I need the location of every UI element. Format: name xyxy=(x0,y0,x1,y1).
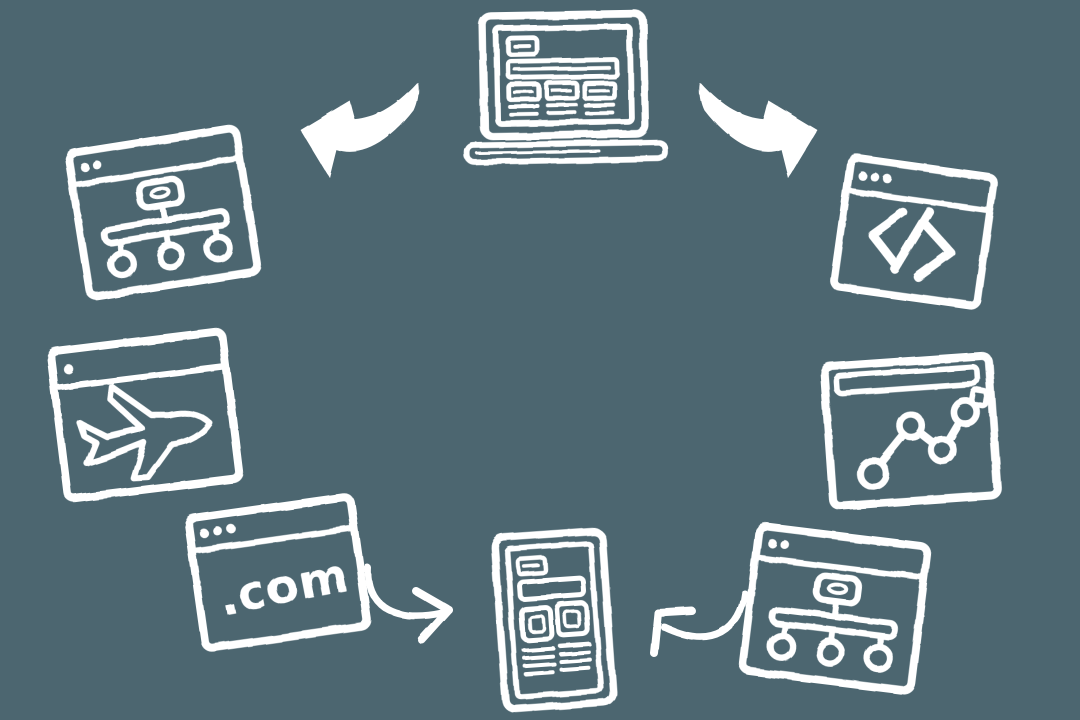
sitemap-window-icon xyxy=(735,519,935,697)
domain-window-icon: .com xyxy=(184,493,372,652)
arrow-sitemap-to-phone xyxy=(634,585,752,663)
domain-label: .com xyxy=(214,548,354,627)
node-chart xyxy=(817,349,1005,513)
node-sitemap-bottom-right xyxy=(735,519,935,697)
node-phone xyxy=(487,524,622,716)
thin-arrow-right-icon xyxy=(364,564,453,644)
node-sitemap-top-left xyxy=(61,121,265,305)
node-airplane xyxy=(43,324,247,505)
airplane-window-icon xyxy=(46,327,244,503)
line-chart-window-icon xyxy=(820,351,1002,511)
curved-arrow-left-icon xyxy=(300,81,419,178)
node-domain: .com xyxy=(181,489,375,655)
arrow-to-top-left xyxy=(292,72,426,185)
phone-webpage-icon xyxy=(491,527,617,713)
curved-arrow-right-icon xyxy=(699,81,818,178)
thin-arrow-left-icon xyxy=(650,589,748,657)
arrow-com-to-phone xyxy=(356,562,464,646)
node-laptop xyxy=(449,8,680,172)
node-code xyxy=(825,151,1003,314)
code-window-icon xyxy=(830,154,998,310)
arrow-to-top-right xyxy=(692,72,826,185)
laptop-webpage-icon xyxy=(464,9,668,165)
sitemap-window-icon xyxy=(61,121,265,305)
